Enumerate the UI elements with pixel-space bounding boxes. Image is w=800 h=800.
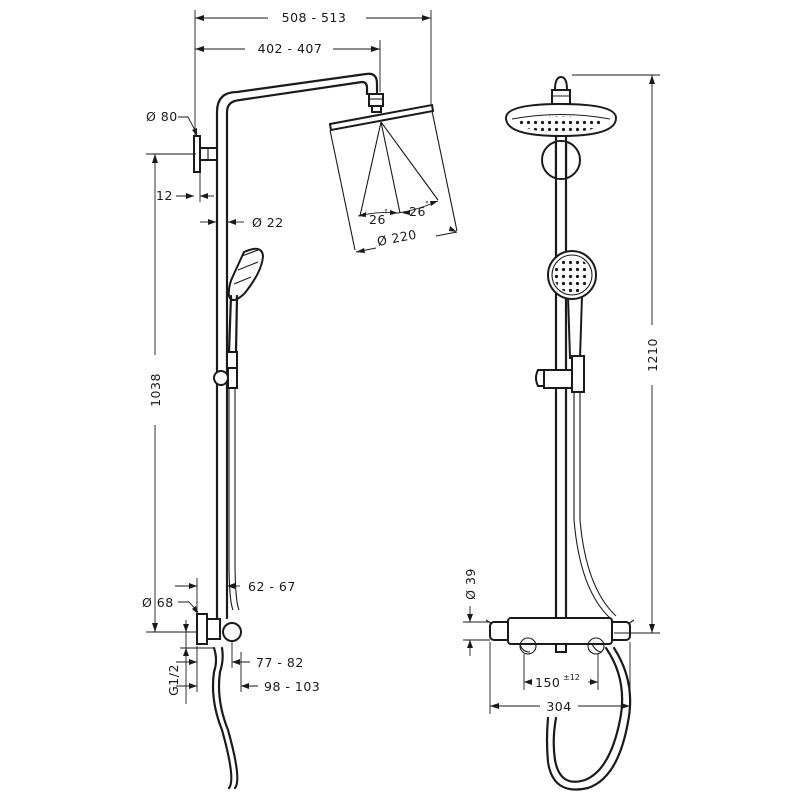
- dim-wall-bracket-dia-label: Ø 80: [146, 109, 178, 124]
- dim-centers-label: 150: [535, 675, 560, 690]
- dim-head-dia-label: Ø 220: [376, 227, 418, 249]
- dim-connection-thread-label: G1/2: [166, 664, 181, 696]
- dim-outlet-projection-1-label: 77 - 82: [256, 655, 304, 670]
- dim-flange-dia: [178, 601, 199, 614]
- dim-arm-reach-label: 402 - 407: [258, 41, 323, 56]
- overhead-shower-front: [504, 102, 618, 138]
- overhead-shower-side: [328, 93, 435, 132]
- dim-mixer-projection-label: 62 - 67: [248, 579, 296, 594]
- mixer-side: [196, 613, 242, 790]
- ball-joint-front: [551, 75, 571, 105]
- dim-overall-height: [572, 74, 660, 634]
- dim-total-reach: [194, 10, 432, 136]
- dim-body-dia-label: Ø 39: [463, 568, 478, 600]
- spray-cone: [329, 110, 458, 251]
- dim-spray-angles: [357, 200, 439, 217]
- dim-outlet-projection-2-label: 98 - 103: [264, 679, 320, 694]
- dim-wall-offset: [176, 172, 214, 202]
- dim-wall-offset-label: 12: [156, 188, 173, 203]
- spray-angle-right-degree: °: [425, 200, 429, 209]
- dim-mixer-projection: [175, 578, 240, 612]
- dim-total-reach-label: 508 - 513: [282, 10, 347, 25]
- dim-body-dia: [463, 606, 490, 656]
- dim-overall-height-label: 1210: [645, 338, 660, 372]
- dim-arm-reach: [195, 40, 381, 92]
- wall-bracket-top: [193, 135, 218, 173]
- dim-rail-height: [146, 153, 196, 633]
- slider-front: [535, 355, 585, 393]
- dim-mixer-width-label: 304: [546, 699, 571, 714]
- front-view: 1210 Ø 39 150 ±12: [463, 74, 660, 791]
- dim-rail-height-label: 1038: [148, 373, 163, 407]
- dim-mixer-width: [489, 642, 631, 714]
- mixer-front: [485, 617, 635, 655]
- dim-pipe-dia-label: Ø 22: [252, 215, 284, 230]
- side-view: 508 - 513 402 - 407 Ø 80 12: [142, 10, 458, 790]
- dim-centers-tolerance: ±12: [563, 673, 580, 682]
- dim-outlet-projection-2: [176, 652, 258, 692]
- dim-centers: [523, 654, 599, 690]
- dim-wall-bracket-dia: [178, 116, 198, 136]
- hose-side: [228, 388, 240, 611]
- riser-rail: [215, 72, 379, 620]
- dim-outlet-projection-1: [176, 642, 250, 692]
- spray-angle-left-label: 26: [369, 212, 386, 227]
- spray-angle-right-label: 26: [409, 204, 426, 219]
- dim-head-dia: [355, 226, 458, 253]
- slider-side: [213, 351, 238, 389]
- hand-shower-side: [227, 247, 265, 354]
- dim-pipe-dia: [200, 219, 244, 225]
- dim-flange-dia-label: Ø 68: [142, 595, 174, 610]
- hand-shower-front: [547, 250, 597, 359]
- spray-angle-left-degree: °: [384, 208, 388, 217]
- hose-front: [545, 392, 632, 791]
